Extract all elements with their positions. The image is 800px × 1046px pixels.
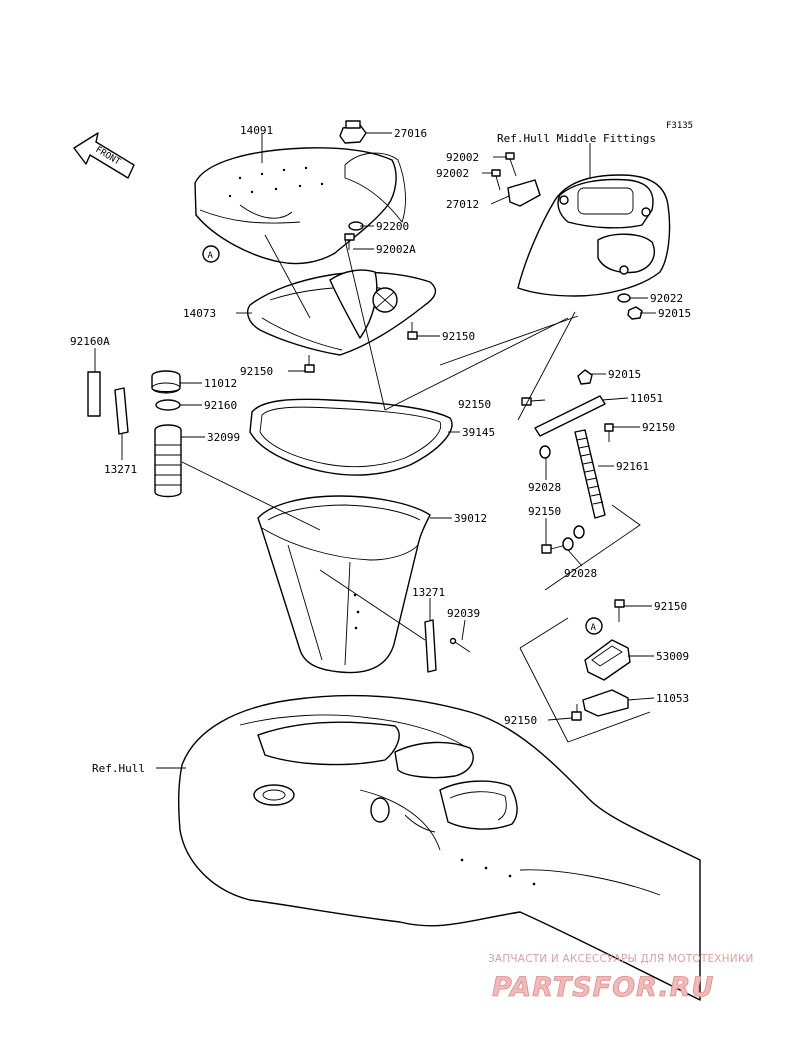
hull xyxy=(177,694,701,1001)
nut-92015-damper xyxy=(577,369,593,385)
label-92150-lock-bottom: 92150 xyxy=(504,714,537,727)
hull-middle-fittings xyxy=(517,174,671,297)
bolt-92002-lower xyxy=(491,169,501,191)
label-ref-hull-middle-fittings: Ref.Hull Middle Fittings xyxy=(497,132,656,145)
bolt-92150-lock-top xyxy=(614,599,625,622)
bracket-27012 xyxy=(507,179,541,207)
bracket-11053 xyxy=(582,689,629,717)
washer-92022 xyxy=(617,293,631,303)
label-13271-right: 13271 xyxy=(412,586,445,599)
damper-assembly xyxy=(521,369,614,554)
label-32099: 32099 xyxy=(207,431,240,444)
bracket-11051 xyxy=(534,395,606,437)
leader-lines xyxy=(94,132,656,769)
label-11051: 11051 xyxy=(630,392,663,405)
label-11053: 11053 xyxy=(656,692,689,705)
label-92150-lower: 92150 xyxy=(528,505,561,518)
seat-cover-14091 xyxy=(194,147,406,265)
label-92039: 92039 xyxy=(447,607,480,620)
label-92150-base-left: 92150 xyxy=(240,365,273,378)
label-14091: 14091 xyxy=(240,124,273,137)
label-92002-upper: 92002 xyxy=(446,151,479,164)
watermark-logo: PARTSFOR.RU xyxy=(492,972,714,1003)
callout-a-left: A xyxy=(202,245,220,263)
label-13271-left: 13271 xyxy=(104,463,137,476)
label-92022: 92022 xyxy=(650,292,683,305)
frame-damper xyxy=(517,311,576,421)
label-39012: 39012 xyxy=(454,512,487,525)
bolt-92002-upper xyxy=(505,152,517,177)
label-11012: 11012 xyxy=(204,377,237,390)
pin-92039 xyxy=(449,637,471,653)
label-ref-hull: Ref.Hull xyxy=(92,762,145,775)
bolt-92150-base-left xyxy=(304,355,315,373)
frame-lock xyxy=(519,617,651,743)
label-92150-lock-top: 92150 xyxy=(654,600,687,613)
front-arrow-icon: FRONT xyxy=(73,132,135,179)
label-92015-damper: 92015 xyxy=(608,368,641,381)
label-39145: 39145 xyxy=(462,426,495,439)
collar-92028-lower xyxy=(562,537,574,551)
label-92028-upper: 92028 xyxy=(528,481,561,494)
nut-92015-upper xyxy=(627,306,643,320)
svg-text:A: A xyxy=(208,251,214,261)
label-92160: 92160 xyxy=(204,399,237,412)
label-92200: 92200 xyxy=(376,220,409,233)
label-27016: 27016 xyxy=(394,127,427,140)
label-14073: 14073 xyxy=(183,307,216,320)
spring-92161 xyxy=(574,429,606,519)
storage-bucket-39012 xyxy=(257,495,431,674)
label-92150-base-right: 92150 xyxy=(442,330,475,343)
o-ring-92160 xyxy=(155,399,181,411)
frame-damper-2 xyxy=(544,504,641,591)
label-92002A: 92002A xyxy=(376,243,416,256)
collar-92028-upper xyxy=(539,445,551,459)
svg-text:A: A xyxy=(591,623,597,633)
cap-11012 xyxy=(151,370,181,394)
bolt-92150-lower xyxy=(541,544,567,554)
lock-assembly xyxy=(571,599,631,721)
label-92002-lower: 92002 xyxy=(436,167,469,180)
label-92150-gasket: 92150 xyxy=(458,398,491,411)
figure-code: F3135 xyxy=(666,121,693,131)
bolt-92150-base-right xyxy=(407,322,418,340)
bolt-92150-damper-right xyxy=(604,423,614,442)
label-27012: 27012 xyxy=(446,198,479,211)
plate-13271-left xyxy=(114,387,129,435)
label-53009: 53009 xyxy=(656,650,689,663)
watermark: ЗАПЧАСТИ И АКСЕССУАРЫ ДЛЯ МОТОТЕХНИКИ PA… xyxy=(488,953,754,1003)
seat-base-14073 xyxy=(247,269,437,356)
label-92150-damper: 92150 xyxy=(642,421,675,434)
gasket-39145 xyxy=(249,398,453,476)
label-92160A: 92160A xyxy=(70,335,110,348)
hose-32099 xyxy=(154,424,182,498)
part-labels: 14091 27016 92200 92002A 14073 92150 921… xyxy=(70,124,691,775)
plate-13271-right xyxy=(424,619,437,673)
callout-a-right: A xyxy=(585,617,603,635)
bolt-92002A xyxy=(344,233,355,250)
bolt-92150-damper-left xyxy=(521,397,546,406)
label-92015-upper: 92015 xyxy=(658,307,691,320)
latch-27016 xyxy=(339,120,367,144)
label-92161: 92161 xyxy=(616,460,649,473)
bolt-92150-lock-bottom xyxy=(571,704,582,721)
watermark-tagline: ЗАПЧАСТИ И АКСЕССУАРЫ ДЛЯ МОТОТЕХНИКИ xyxy=(488,953,754,965)
tape-92160A xyxy=(87,371,101,417)
label-92028-lower: 92028 xyxy=(564,567,597,580)
